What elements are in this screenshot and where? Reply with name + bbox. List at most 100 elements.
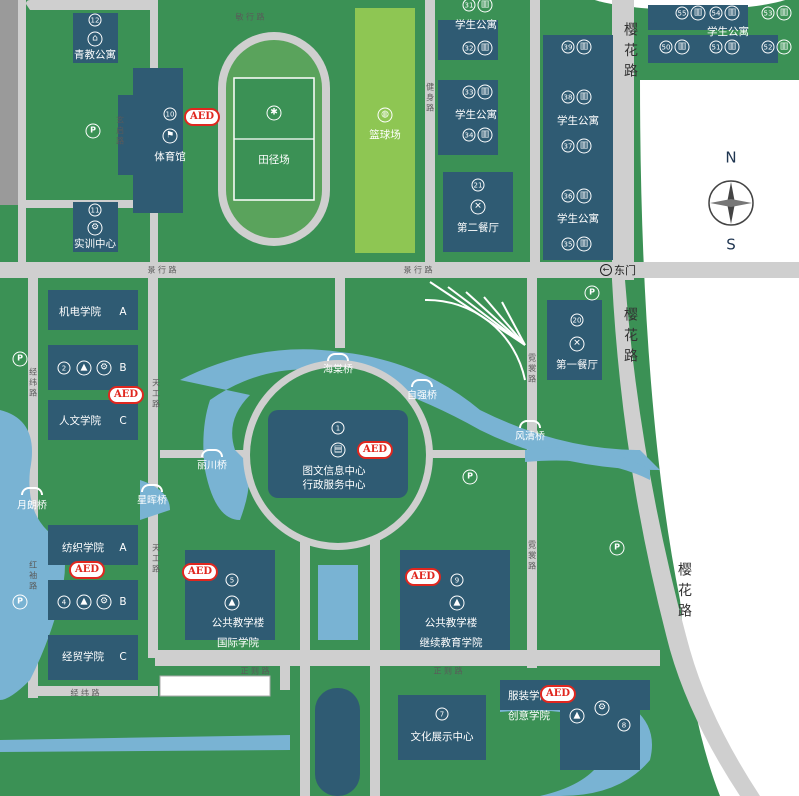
bridge-yuelang[interactable]: 月朗桥 [17, 500, 47, 512]
road-segment [370, 530, 380, 796]
fan-spoke [465, 291, 526, 346]
b5-name2[interactable]: 国际学院 [217, 636, 259, 649]
aed-marker[interactable]: AED [68, 561, 106, 579]
dorm-d54[interactable]: 54 [709, 6, 723, 20]
b1-number[interactable]: 1 [331, 421, 345, 435]
bridge-lichuan[interactable]: 丽川桥 [197, 460, 227, 472]
b21-number[interactable]: 21 [471, 178, 485, 192]
road-label-yinghua: 樱 花 路 [622, 22, 639, 78]
dorm-d32[interactable]: 32 [462, 41, 476, 55]
road-segment [430, 450, 540, 458]
dorm-d51[interactable]: 51 [709, 40, 723, 54]
aed-marker[interactable]: AED [539, 685, 577, 703]
b5-number[interactable]: 5 [225, 573, 239, 587]
b12-name[interactable]: 青教公寓 [74, 48, 116, 61]
east-gate[interactable]: ← 东门 [600, 262, 636, 278]
dorm-d35[interactable]: 35 [561, 237, 575, 251]
b11-name[interactable]: 实训中心 [74, 237, 116, 250]
dorm-d33[interactable]: 33 [462, 85, 476, 99]
building-icon: ▥ [576, 236, 592, 252]
bridge-haitang[interactable]: 海棠桥 [323, 364, 353, 376]
compass-north-label: N [725, 148, 737, 167]
dorm-label: 学生公寓 [455, 18, 497, 31]
runner-icon: ✱ [266, 105, 282, 121]
b4-number[interactable]: 4 [57, 595, 71, 609]
b5-name[interactable]: 公共教学楼 [211, 616, 265, 629]
aed-marker[interactable]: AED [183, 108, 221, 126]
building-icon: ▥ [576, 188, 592, 204]
bridge-icon [411, 379, 433, 387]
parking-icon[interactable]: P [12, 351, 28, 367]
court-label[interactable]: 篮球场 [369, 128, 401, 141]
dorm-d55[interactable]: 55 [675, 6, 689, 20]
b1-name[interactable]: 图文信息中心 [302, 464, 366, 477]
parking-icon[interactable]: P [197, 679, 213, 695]
b8-number[interactable]: 8 [617, 718, 631, 732]
dorm-d34[interactable]: 34 [462, 128, 476, 142]
b6-name2[interactable]: 经贸学院 [62, 650, 104, 663]
aed-marker[interactable]: AED [356, 441, 394, 459]
b6-name[interactable]: 纺织学院 [62, 541, 104, 554]
outside-area [640, 80, 799, 796]
bridge-ziqiang[interactable]: 自强桥 [407, 390, 437, 402]
b10-name[interactable]: 体育馆 [154, 150, 186, 163]
dorm-d38[interactable]: 38 [561, 90, 575, 104]
dorm-label: 学生公寓 [557, 114, 599, 127]
b2-number[interactable]: 2 [57, 361, 71, 375]
dorm-d37[interactable]: 37 [561, 139, 575, 153]
building-icon: ▥ [576, 138, 592, 154]
b3-c: C [119, 414, 127, 427]
road-label-tiangong: 天 工 路 [151, 378, 161, 408]
road-segment [18, 0, 26, 270]
parking-icon[interactable]: P [462, 469, 478, 485]
b1-name2[interactable]: 行政服务中心 [302, 478, 366, 491]
parking-icon[interactable]: P [85, 123, 101, 139]
dorm-d36[interactable]: 36 [561, 189, 575, 203]
bridge-xinghui[interactable]: 星晖桥 [137, 495, 167, 507]
b8-name[interactable]: 创意学院 [508, 709, 550, 722]
building-icon: ▥ [776, 5, 792, 21]
parking-icon[interactable]: P [584, 285, 600, 301]
fan-arc [424, 298, 526, 381]
building-icon: ▥ [477, 127, 493, 143]
b3-name2[interactable]: 人文学院 [59, 414, 101, 427]
b7-number[interactable]: 7 [435, 707, 449, 721]
dorm-d52[interactable]: 52 [761, 40, 775, 54]
lake-east [525, 447, 650, 480]
road-label-xuanqi: 玄 启 路 [115, 115, 125, 145]
b9-name2[interactable]: 继续教育学院 [419, 636, 483, 649]
aed-marker[interactable]: AED [107, 386, 145, 404]
field-label[interactable]: 田径场 [258, 153, 290, 166]
dorm-d31[interactable]: 31 [462, 0, 476, 12]
compass-rose-icon [708, 180, 754, 226]
parking-icon[interactable]: P [609, 540, 625, 556]
road-label-nishang: 霓 裳 路 [527, 353, 537, 383]
b9-name[interactable]: 公共教学楼 [424, 616, 478, 629]
b10-number[interactable]: 10 [163, 107, 177, 121]
road-segment [148, 278, 158, 658]
aed-marker[interactable]: AED [404, 568, 442, 586]
b11-number[interactable]: 11 [88, 203, 102, 217]
bridge-icon [519, 420, 541, 428]
dorm-d39[interactable]: 39 [561, 40, 575, 54]
b20-name[interactable]: 第一餐厅 [556, 358, 598, 371]
road-segment [28, 686, 158, 696]
parking-icon[interactable]: P [12, 594, 28, 610]
b20-number[interactable]: 20 [570, 313, 584, 327]
bridge-fengqing[interactable]: 风清桥 [515, 431, 545, 443]
dorm-d53[interactable]: 53 [761, 6, 775, 20]
road-label-yinghua: 樱 花 路 [676, 562, 693, 618]
b12-number[interactable]: 12 [88, 13, 102, 27]
canal-south [0, 735, 290, 752]
gear-icon: ⚙ [96, 594, 112, 610]
b7-name[interactable]: 文化展示中心 [410, 730, 474, 743]
dorm-d50[interactable]: 50 [659, 40, 673, 54]
b8-name2[interactable]: 服装学院 [508, 689, 550, 702]
b3-name[interactable]: 机电学院 [59, 305, 101, 318]
b9-number[interactable]: 9 [450, 573, 464, 587]
b21-name[interactable]: 第二餐厅 [457, 221, 499, 234]
aed-marker[interactable]: AED [181, 563, 219, 581]
gear-icon: ⚙ [87, 220, 103, 236]
compass-south-label: S [726, 235, 736, 254]
